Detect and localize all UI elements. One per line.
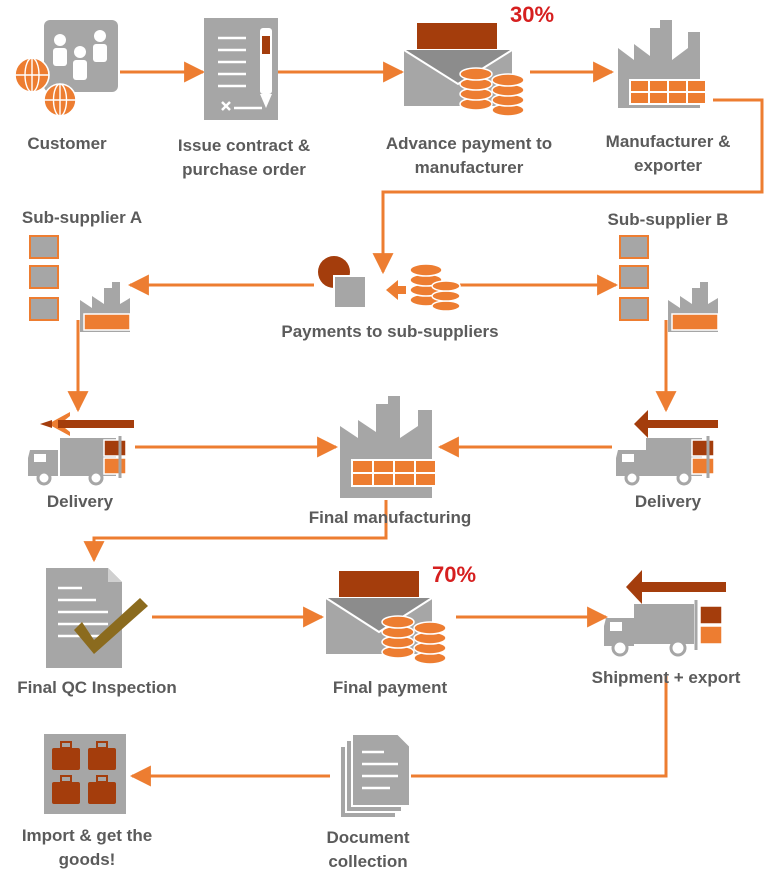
factory-icon xyxy=(668,282,719,332)
customer-people-globe-icon xyxy=(14,20,118,117)
step-label-final-payment: Final payment xyxy=(332,678,448,697)
arrow-manufacturer-to-payments xyxy=(372,98,764,275)
step-label-delivery-a: Delivery xyxy=(46,492,114,511)
factory-icon xyxy=(618,20,707,108)
step-label-document-collection: Document collection xyxy=(326,828,410,871)
step-label-qc-inspection: Final QC Inspection xyxy=(17,678,177,697)
boxes-stack-icon xyxy=(619,235,649,321)
final-percentage: 70% xyxy=(432,562,477,587)
advance-percentage: 30% xyxy=(510,2,555,27)
step-label-delivery-b: Delivery xyxy=(634,492,702,511)
step-label-shipment: Shipment + export xyxy=(591,668,741,687)
arrow-shipment-to-documents xyxy=(398,676,668,778)
step-label-import: Import & get the goods! xyxy=(21,826,153,869)
connectors xyxy=(67,61,764,787)
delivery-truck-icon xyxy=(616,410,718,486)
step-label-payments-sub-suppliers: Payments to sub-suppliers xyxy=(281,322,499,341)
step-label-advance-payment: Advance payment to manufacturer xyxy=(385,134,553,177)
delivery-truck-icon xyxy=(28,412,134,486)
step-label-customer: Customer xyxy=(27,134,107,153)
step-label-manufacturer: Manufacturer & exporter xyxy=(605,132,731,175)
documents-stack-icon xyxy=(339,733,411,819)
boxes-stack-icon xyxy=(29,235,59,321)
suitcases-icon xyxy=(44,734,126,814)
checkmark-document-icon xyxy=(46,568,148,668)
envelope-coins-icon xyxy=(325,569,447,665)
envelope-coins-icon xyxy=(403,21,525,117)
step-label-final-manufacturing: Final manufacturing xyxy=(308,508,472,527)
factory-icon xyxy=(340,396,437,498)
step-label-sub-supplier-a: Sub-supplier A xyxy=(21,208,143,227)
delivery-truck-icon xyxy=(604,570,726,657)
coins-icon xyxy=(318,256,461,312)
contract-document-pen-icon xyxy=(204,18,278,120)
arrow-final-to-qc xyxy=(83,500,388,563)
step-label-contract: Issue contract & purchase order xyxy=(177,136,311,179)
factory-icon xyxy=(80,282,131,332)
step-label-sub-supplier-b: Sub-supplier B xyxy=(607,210,729,229)
